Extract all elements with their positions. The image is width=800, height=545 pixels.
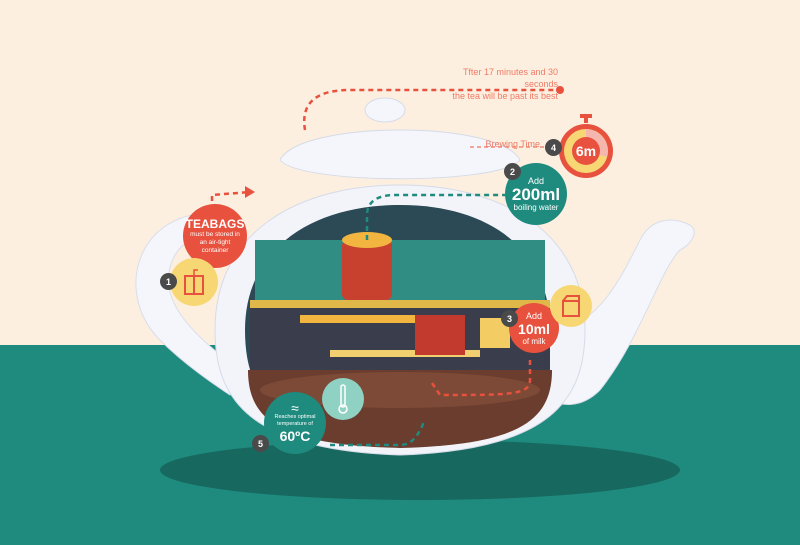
brewing-time-label: Brewing Time [485,139,540,149]
factory-upper [255,240,545,300]
step-3-amount: 10ml [518,320,550,337]
thermometer-icon [322,378,364,420]
step-1-callout: TEABAGS must be stored in an air-tight c… [183,204,247,268]
step-2-pre: Add [527,176,544,186]
step-2-badge: 2 [504,163,521,180]
step-3-post: of milk [522,336,546,346]
past-best-line1: Tfter 17 minutes and 30 seconds [462,67,558,89]
step-1-text: must be stored in an air-tight container [190,231,240,254]
step-5-callout: ≈ Reaches optimal temperature of 60ºC [264,392,326,454]
stopwatch-icon: 6m [553,113,619,179]
teapot-shadow [160,440,680,500]
teapot-lid [279,129,521,180]
teapot-handle [135,212,241,396]
lid-knob [364,97,406,123]
milk-carton-icon [550,285,592,327]
step-5-badge: 5 [252,435,269,452]
heat-waves-icon: ≈ [291,400,299,416]
step-5-temperature: 60ºC [279,428,311,444]
step-1-badge: 1 [160,273,177,290]
step-1-title: TEABAGS [185,217,245,231]
tea-box-icon [170,258,218,306]
past-best-note: Tfter 17 minutes and 30 seconds the tea … [430,66,558,102]
tea-tin [342,240,392,300]
teapot-spout [549,219,695,405]
walkway [330,350,480,357]
step-3-badge: 3 [501,310,518,327]
timer-value: 6m [572,137,600,165]
past-best-line2: the tea will be past its best [452,91,558,101]
tanks [415,315,465,355]
step-3-pre: Add [525,310,542,321]
step-5-text: Reaches optimal temperature of [274,414,316,427]
step-2-post: boiling water [513,203,559,212]
step-4-badge: 4 [545,139,562,156]
step-2-amount: 200ml [511,185,561,204]
